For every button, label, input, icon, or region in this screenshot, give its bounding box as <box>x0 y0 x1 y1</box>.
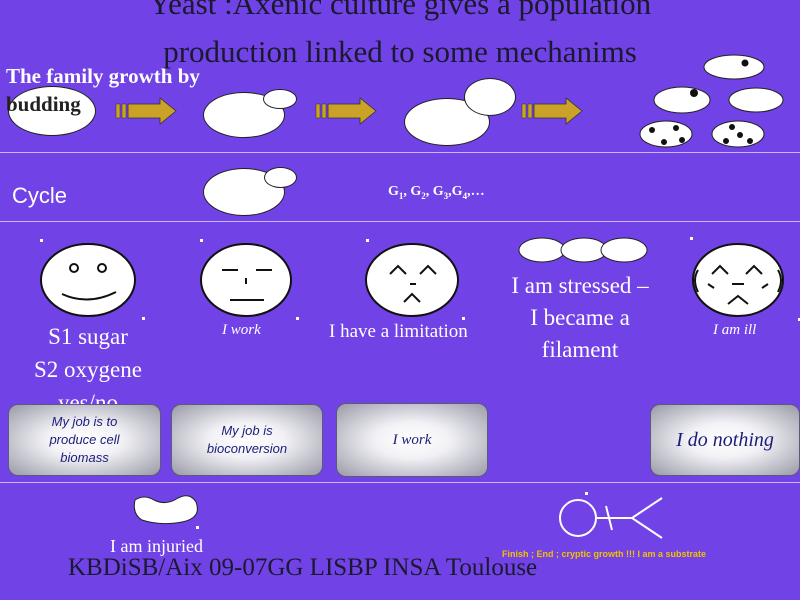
family-label-line1: The family growth by <box>6 64 200 88</box>
cycle-label: Cycle <box>12 183 68 208</box>
cycle-bud <box>264 167 297 188</box>
i-am-ill-text: I am ill <box>713 322 757 338</box>
marker-dot <box>40 239 43 242</box>
role-box-bioconversion: My job is bioconversion <box>171 404 323 476</box>
marker-dot <box>366 239 369 242</box>
slide-title-line1: Yeast :Axenic culture gives a population <box>148 0 652 21</box>
marker-dot <box>462 317 465 320</box>
s1-sugar-text: S1 sugar S2 oxygene yes/no <box>34 324 142 415</box>
injured-text: I am injuried <box>110 536 203 556</box>
arrow-2 <box>315 97 377 125</box>
marker-dot <box>200 239 203 242</box>
filament-cells-icon <box>518 237 648 263</box>
role-box-nothing: I do nothing <box>650 404 800 476</box>
arrow-3 <box>521 97 583 125</box>
yeast-population-icon <box>639 54 784 148</box>
bud-1 <box>263 89 297 109</box>
role-box-work: I work <box>336 403 488 477</box>
mother-cell <box>8 86 96 136</box>
finish-text: Finish ; End ; cryptic growth !!! I am a… <box>502 549 707 559</box>
divider-3 <box>0 482 800 483</box>
i-work-text: I work <box>222 322 261 338</box>
stressed-text: I am stressed – I became a filament <box>511 273 649 362</box>
limitation-text: I have a limitation <box>329 321 468 342</box>
family-growth-label: The family growth by budding <box>6 62 200 118</box>
dead-cell-icon <box>559 497 663 539</box>
marker-dot <box>196 526 199 529</box>
footer-credit: KBDiSB/Aix 09-07GG LISBP INSA Toulouse <box>68 554 538 581</box>
worried-face-icon <box>365 243 459 317</box>
slide-title-line2: production linked to some mechanims <box>163 34 637 69</box>
sick-face-icon <box>692 243 784 317</box>
family-label-line2: budding <box>6 92 81 116</box>
divider-2 <box>0 221 800 222</box>
marker-dot <box>296 317 299 320</box>
marker-dot <box>690 237 693 240</box>
marker-dot <box>585 492 588 495</box>
marker-dot <box>142 317 145 320</box>
arrow-1 <box>115 97 177 125</box>
injured-cell-icon <box>133 495 198 525</box>
neutral-face-icon <box>200 243 292 317</box>
bud-2 <box>464 78 516 116</box>
happy-face-icon <box>40 243 136 317</box>
role-box-biomass: My job is to produce cell biomass <box>8 404 161 476</box>
generations-label: G1, G2, G3,G4,… <box>388 184 485 201</box>
divider-1 <box>0 152 800 153</box>
marker-dot <box>798 318 800 321</box>
